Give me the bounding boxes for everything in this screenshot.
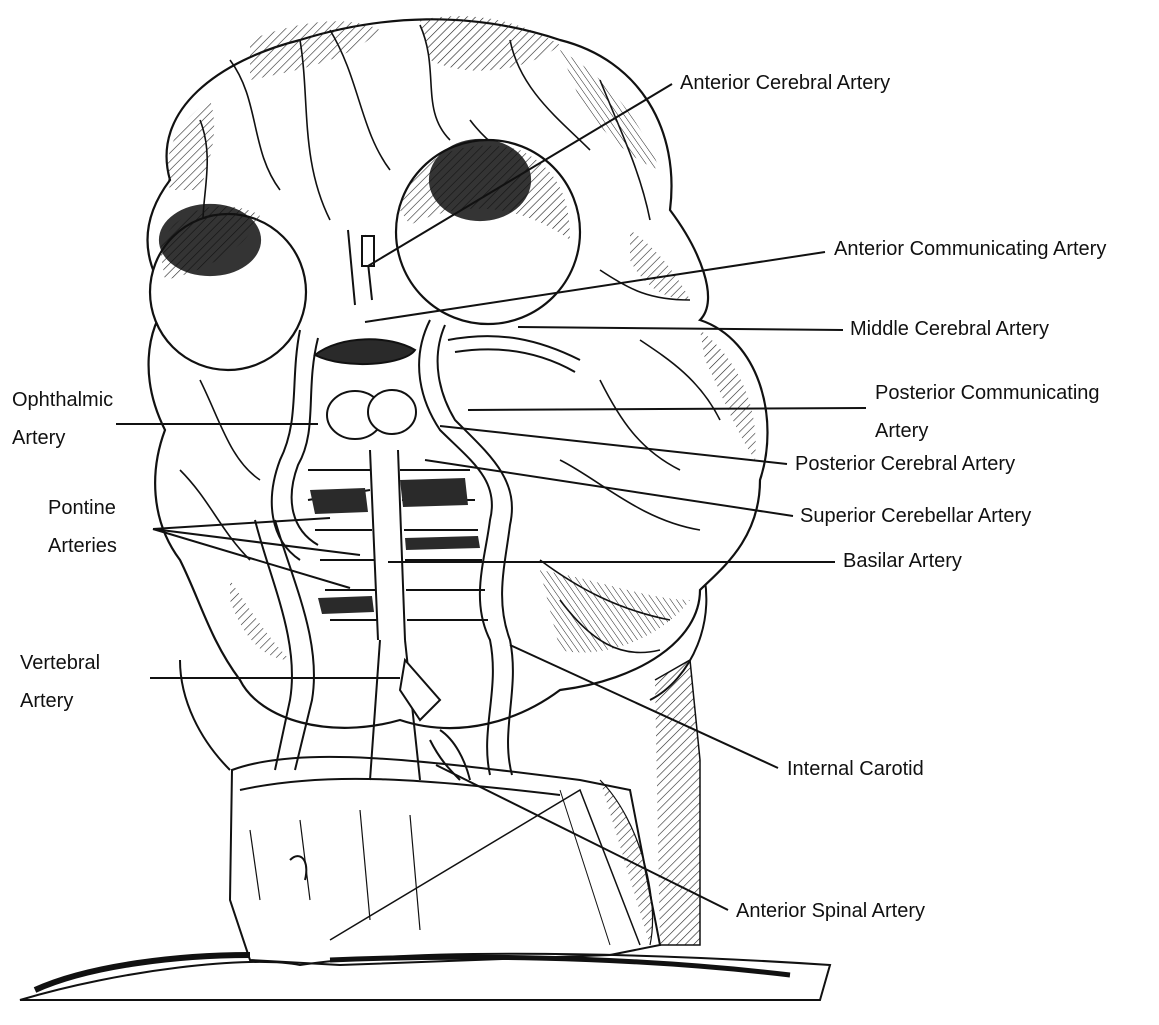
label-text-line1: Posterior Communicating [875,374,1100,412]
label-text-line2: Artery [12,419,113,457]
label-posterior-cerebral-artery: Posterior Cerebral Artery [795,445,1015,483]
label-anterior-communicating-artery: Anterior Communicating Artery [834,230,1106,268]
label-posterior-communicating-artery: Posterior Communicating Artery [875,374,1100,450]
label-text: Middle Cerebral Artery [850,310,1049,348]
label-text-line2: Artery [20,682,100,720]
label-ophthalmic-artery: Ophthalmic Artery [12,381,113,457]
label-middle-cerebral-artery: Middle Cerebral Artery [850,310,1049,348]
label-text: Internal Carotid [787,750,924,788]
label-text: Basilar Artery [843,542,962,580]
label-internal-carotid: Internal Carotid [787,750,924,788]
label-text-line2: Arteries [48,527,117,565]
label-superior-cerebellar-artery: Superior Cerebellar Artery [800,497,1031,535]
label-text: Posterior Cerebral Artery [795,445,1015,483]
label-basilar-artery: Basilar Artery [843,542,962,580]
label-text: Anterior Communicating Artery [834,230,1106,268]
label-anterior-cerebral-artery: Anterior Cerebral Artery [680,64,890,102]
label-vertebral-artery: Vertebral Artery [20,644,100,720]
label-text: Anterior Cerebral Artery [680,64,890,102]
label-text-line1: Vertebral [20,644,100,682]
label-text-line1: Ophthalmic [12,381,113,419]
label-anterior-spinal-artery: Anterior Spinal Artery [736,892,925,930]
label-text-line1: Pontine [48,489,117,527]
label-pontine-arteries: Pontine Arteries [48,489,117,565]
label-text: Anterior Spinal Artery [736,892,925,930]
label-text: Superior Cerebellar Artery [800,497,1031,535]
